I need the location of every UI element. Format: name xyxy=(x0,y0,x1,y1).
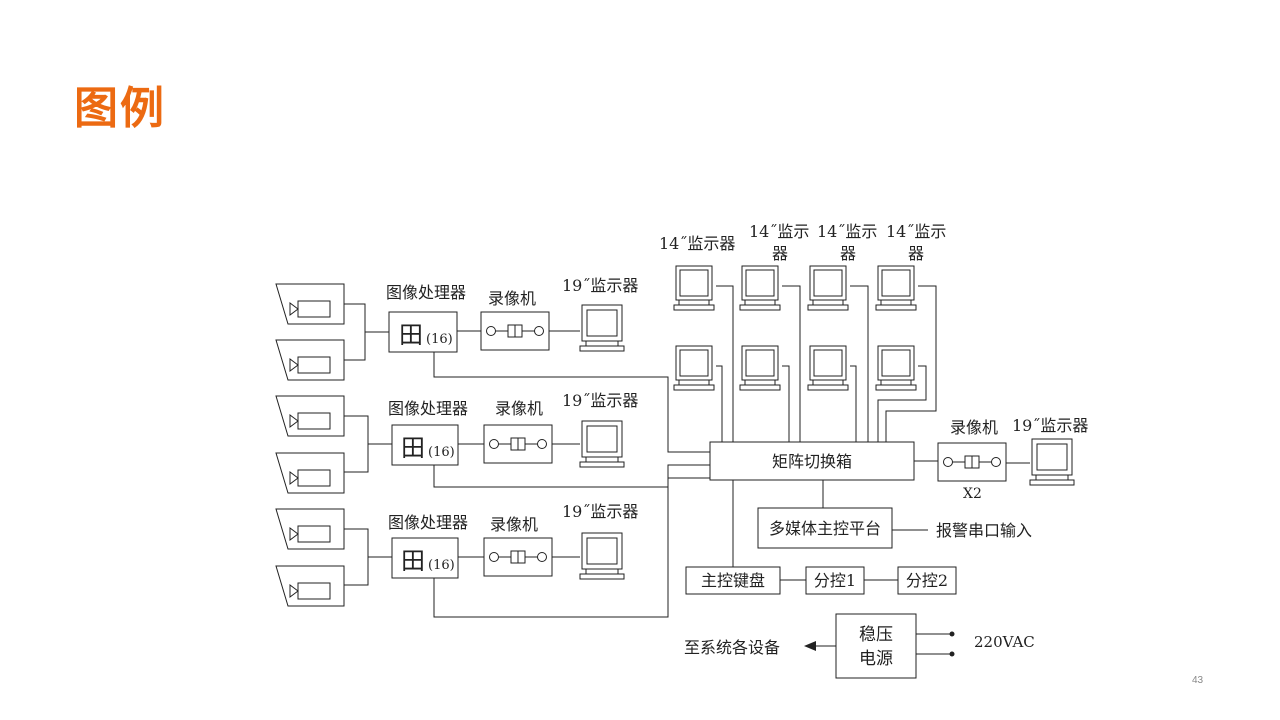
image-processor-label: 图像处理器 xyxy=(386,283,466,302)
monitor-14-label: 14˝监示 xyxy=(749,222,809,241)
camera-icon xyxy=(275,565,345,607)
sub-control-2-box xyxy=(897,566,957,595)
monitor-icon xyxy=(807,345,849,391)
monitor-icon xyxy=(673,345,715,391)
image-processor-label: 图像处理器 xyxy=(388,513,468,532)
matrix-section: 矩阵切换箱 录像机 X2 19˝监示器 多媒体主控平台 报警串口输入 主控键盘 … xyxy=(684,416,1088,679)
slide-title: 图例 xyxy=(74,83,166,134)
image-processor-label: 图像处理器 xyxy=(388,399,468,418)
camera-icon xyxy=(275,452,345,494)
camera-group-2: 图像处理器 田 (16) 录像机 19˝监示器 xyxy=(275,391,710,494)
svg-text:(16): (16) xyxy=(428,558,455,573)
svg-text:田: 田 xyxy=(401,434,425,462)
matrix-switch-box xyxy=(709,441,915,481)
svg-text:田: 田 xyxy=(401,547,425,575)
regulated-power-box xyxy=(835,613,917,679)
matrix-switch-label: 矩阵切换箱 xyxy=(772,452,852,471)
power-input-label: 220VAC xyxy=(974,633,1035,651)
monitor-icon xyxy=(875,345,917,391)
monitor-wall: 14˝监示器 14˝监示 器 14˝监示 器 14˝监示 器 xyxy=(659,222,946,442)
svg-text:器: 器 xyxy=(840,244,856,263)
camera-icon xyxy=(275,395,345,437)
monitor-19-label: 19˝监示器 xyxy=(562,502,638,521)
monitor-icon xyxy=(739,265,781,311)
main-keyboard-box xyxy=(685,566,781,595)
image-processor xyxy=(388,311,458,353)
image-processor xyxy=(391,424,459,466)
monitor-icon xyxy=(579,420,625,468)
multimedia-console-box xyxy=(757,507,893,549)
sub-control-2-label: 分控2 xyxy=(906,571,948,590)
camera-icon xyxy=(275,508,345,550)
monitor-14-label: 14˝监示 xyxy=(886,222,946,241)
monitor-icon xyxy=(739,345,781,391)
svg-text:器: 器 xyxy=(772,244,788,263)
sub-control-1-label: 分控1 xyxy=(814,571,856,590)
page-number: 43 xyxy=(1192,675,1204,686)
camera-group-3: 图像处理器 田 (16) 录像机 19˝监示器 xyxy=(275,477,710,618)
to-equipment-label: 至系统各设备 xyxy=(684,638,780,657)
multimedia-console-label: 多媒体主控平台 xyxy=(769,519,881,538)
image-processor xyxy=(391,537,459,579)
vcr-label: 录像机 xyxy=(488,289,536,308)
camera-icon xyxy=(275,339,345,381)
arrow-left-icon xyxy=(804,641,816,651)
vcr-quantity: X2 xyxy=(963,486,982,502)
svg-text:(16): (16) xyxy=(428,445,455,460)
monitor-icon xyxy=(875,265,917,311)
monitor-icon xyxy=(673,265,715,311)
svg-text:(16): (16) xyxy=(426,332,453,347)
camera-group-1: 图像处理器 田 (16) 录像机 19˝监示器 xyxy=(275,276,710,453)
monitor-icon xyxy=(579,304,625,352)
camera-icon xyxy=(275,283,345,325)
svg-text:器: 器 xyxy=(908,244,924,263)
vcr-label: 录像机 xyxy=(490,515,538,534)
alarm-input-label: 报警串口输入 xyxy=(936,521,1032,540)
monitor-icon xyxy=(1029,438,1075,486)
vcr-label: 录像机 xyxy=(495,399,543,418)
monitor-19-label: 19˝监示器 xyxy=(562,391,638,410)
monitor-14-label: 14˝监示 xyxy=(817,222,877,241)
svg-text:田: 田 xyxy=(399,321,423,349)
monitor-14-label: 14˝监示器 xyxy=(659,234,735,253)
monitor-icon xyxy=(579,532,625,580)
regulator-label-line2: 电源 xyxy=(859,649,893,669)
monitor-icon xyxy=(807,265,849,311)
regulator-label-line1: 稳压 xyxy=(859,625,893,645)
main-keyboard-label: 主控键盘 xyxy=(701,571,765,590)
monitor-19-label: 19˝监示器 xyxy=(1012,416,1088,435)
vcr-label: 录像机 xyxy=(950,418,998,437)
monitor-19-label: 19˝监示器 xyxy=(562,276,638,295)
